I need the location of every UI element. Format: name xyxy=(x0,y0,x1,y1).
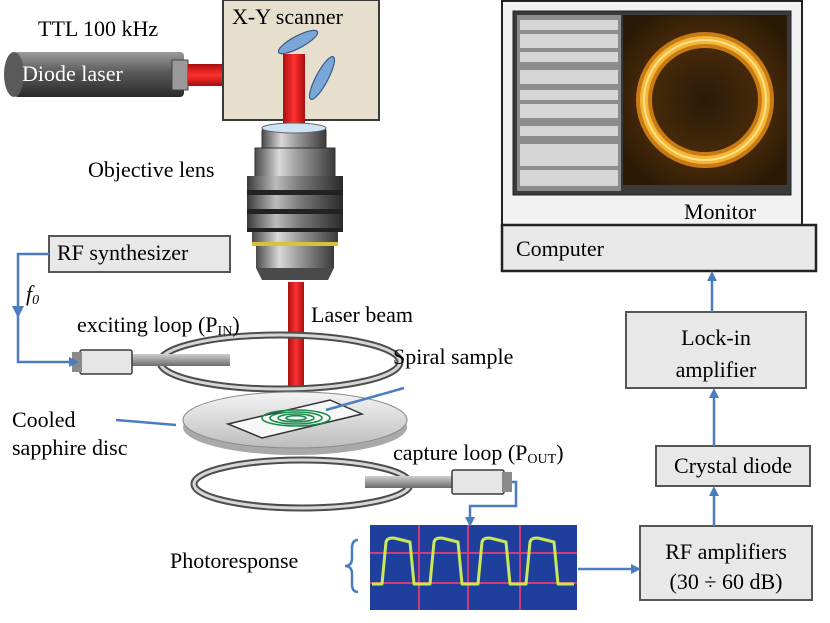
rf-synthesizer-label: RF synthesizer xyxy=(57,240,189,265)
cooled-disc-pointer xyxy=(115,418,177,427)
f0-label: f0 xyxy=(26,281,40,308)
scanner-mirror-2 xyxy=(308,56,336,100)
photoresponse-label: Photoresponse xyxy=(170,548,299,573)
exciting-loop-label: exciting loop (PIN) xyxy=(77,312,240,339)
capture-to-scope-line xyxy=(465,480,518,527)
photoresponse-brace xyxy=(344,538,359,594)
capture-loop xyxy=(190,456,512,512)
monitor-label: Monitor xyxy=(684,199,757,224)
software-panel-rows xyxy=(520,20,618,186)
xy-scanner xyxy=(222,0,380,121)
laser-beam-vertical xyxy=(288,282,304,397)
exciting-loop xyxy=(72,331,404,393)
spiral-sample-label: Spiral sample xyxy=(393,344,514,369)
crystal-diode-label: Crystal diode xyxy=(674,453,792,478)
lockin-box xyxy=(625,311,807,389)
ttl-label: TTL 100 kHz xyxy=(38,16,159,41)
photoresponse-trace xyxy=(372,536,574,586)
computer-box xyxy=(500,223,818,273)
scanner-mirror-1 xyxy=(277,29,319,55)
f0-marker xyxy=(12,306,24,318)
rf-amplifiers-label: RF amplifiers(30 ÷ 60 dB) xyxy=(665,539,787,594)
rf-amplifiers-box xyxy=(639,525,813,601)
laser-beam-label: Laser beam xyxy=(311,302,413,327)
crystal-diode-box xyxy=(655,445,811,487)
computer-label: Computer xyxy=(516,236,604,261)
capture-loop-label: capture loop (POUT) xyxy=(393,440,564,467)
oscilloscope-screen xyxy=(370,525,577,610)
rf-synthesizer-box xyxy=(48,235,231,273)
spiral-pointer xyxy=(325,386,405,412)
objective-lens-label: Objective lens xyxy=(88,157,215,182)
diode-laser-label: Diode laser xyxy=(22,61,123,86)
monitor xyxy=(501,0,803,226)
xy-scanner-label: X-Y scanner xyxy=(232,4,343,29)
diode-laser xyxy=(4,52,189,97)
objective-lens xyxy=(247,120,343,280)
